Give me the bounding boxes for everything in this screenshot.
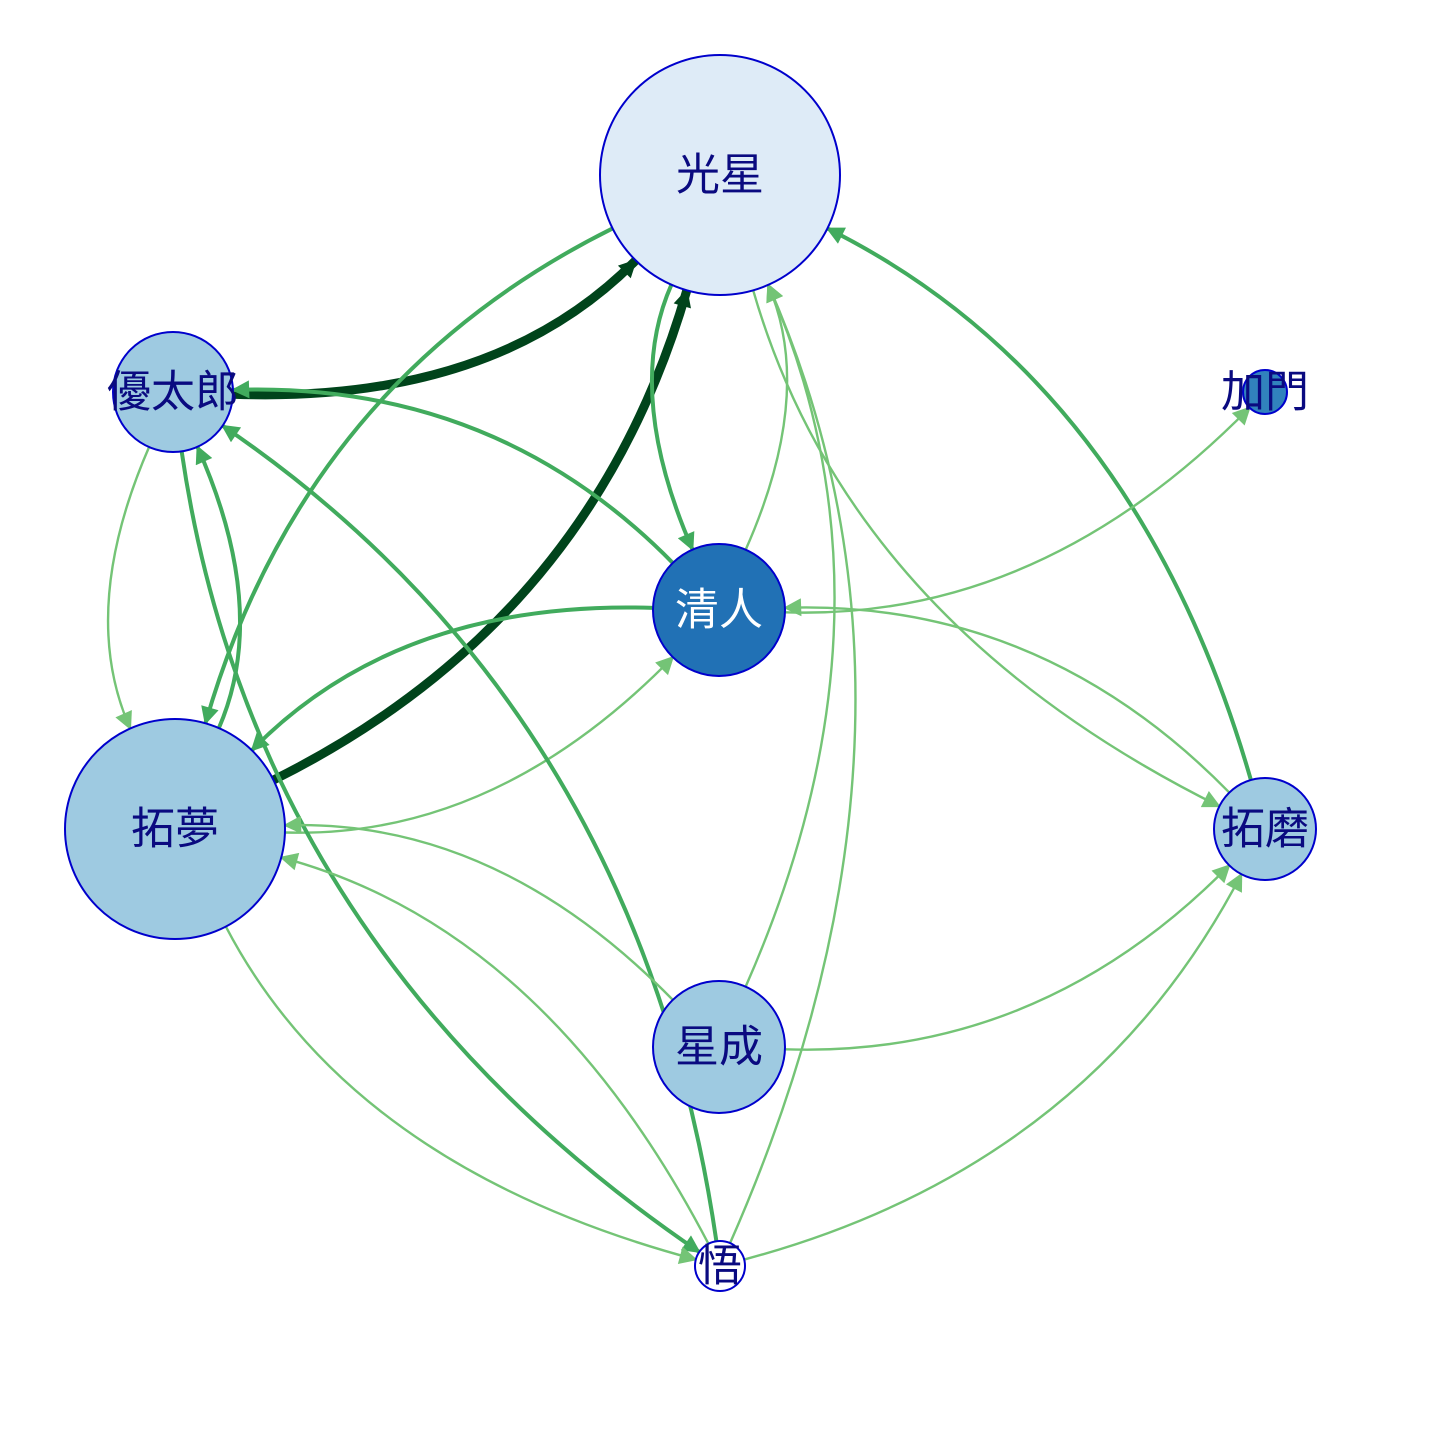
edge-takumu-to-yutaro xyxy=(195,444,242,731)
node-circle-kamon xyxy=(1242,369,1288,415)
node-label-kiyoto: 清人 xyxy=(675,585,763,636)
node-circle-kiyoto xyxy=(652,543,786,677)
node-label-yutaro: 優太郎 xyxy=(107,367,239,418)
edge-koboshi-to-takumu xyxy=(201,226,615,726)
node-circle-satoru xyxy=(694,1240,746,1292)
edge-seina-to-koboshi xyxy=(744,283,836,988)
edge-takumu-to-satoru xyxy=(224,925,698,1265)
node-kamon: 加門 xyxy=(1221,367,1309,418)
edge-takumu-to-koboshi xyxy=(268,285,692,785)
node-kiyoto: 清人 xyxy=(652,543,786,677)
node-label-takumu: 拓夢 xyxy=(131,804,219,855)
edge-satoru-to-koboshi xyxy=(728,283,857,1245)
edge-kiyoto-to-kamon xyxy=(783,406,1251,614)
edge-koboshi-to-takuma xyxy=(751,289,1221,808)
node-circle-takumu xyxy=(64,718,286,940)
node-label-seina: 星成 xyxy=(675,1022,763,1073)
edge-satoru-to-takuma xyxy=(742,872,1243,1261)
edge-yutaro-to-satoru xyxy=(179,449,702,1254)
edge-kiyoto-to-yutaro xyxy=(230,380,675,565)
node-label-satoru: 悟 xyxy=(698,1241,742,1292)
node-yutaro: 優太郎 xyxy=(107,331,239,453)
node-circle-takuma xyxy=(1213,777,1317,881)
edge-seina-to-takumu xyxy=(283,815,675,1002)
node-takuma: 拓磨 xyxy=(1213,777,1317,881)
edge-kiyoto-to-koboshi xyxy=(744,283,789,551)
node-seina: 星成 xyxy=(652,980,786,1114)
node-circle-yutaro xyxy=(112,331,234,453)
node-takumu: 拓夢 xyxy=(64,718,286,940)
edge-yutaro-to-koboshi xyxy=(228,255,641,400)
node-satoru: 悟 xyxy=(694,1240,746,1292)
edge-koboshi-to-kiyoto xyxy=(649,282,695,552)
edge-takuma-to-kiyoto xyxy=(783,598,1231,794)
edge-satoru-to-takumu xyxy=(279,852,710,1246)
edge-takumu-to-kiyoto xyxy=(283,655,675,834)
edge-yutaro-to-takumu xyxy=(106,445,151,731)
edge-kiyoto-to-takumu xyxy=(249,605,656,753)
node-circle-seina xyxy=(652,980,786,1114)
node-circle-koboshi xyxy=(599,54,841,296)
node-label-takuma: 拓磨 xyxy=(1221,804,1309,855)
edge-layer xyxy=(106,226,1253,1265)
node-label-koboshi: 光星 xyxy=(676,150,764,201)
edge-takuma-to-koboshi xyxy=(825,226,1253,782)
node-koboshi: 光星 xyxy=(599,54,841,296)
edge-seina-to-takuma xyxy=(783,864,1231,1051)
node-label-kamon: 加門 xyxy=(1221,367,1309,418)
